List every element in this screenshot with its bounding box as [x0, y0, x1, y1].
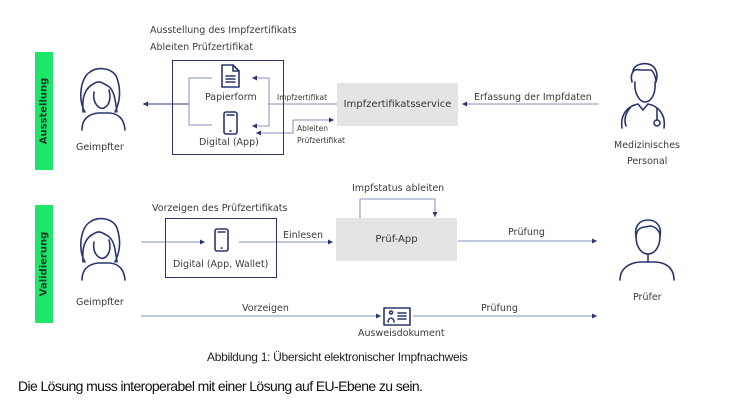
check-app-label: Prüf-App	[375, 234, 418, 245]
vaccinated-label: Geimpfter	[76, 142, 124, 153]
check-label-2: Prüfung	[481, 303, 518, 314]
vaccination-certificate-service: Impfzertifikatsservice	[337, 83, 458, 126]
issuance-header-2: Ableiten Prüfzertifikat	[150, 42, 254, 53]
issuance-certificate-frame	[172, 60, 284, 155]
check-app-box: Prüf-App	[336, 218, 457, 261]
bracket-left	[188, 77, 212, 126]
female-person-icon	[80, 67, 126, 131]
body-paragraph: Die Lösung muss interoperabel mit einer …	[18, 378, 423, 394]
validation-certificate-frame	[165, 218, 277, 278]
figure-caption: Abbildung 1: Übersicht elektronischer Im…	[207, 350, 468, 364]
read-in-label: Einlesen	[283, 230, 323, 241]
capture-label: Erfassung der Impfdaten	[474, 92, 592, 103]
paper-label: Papierform	[205, 92, 257, 103]
validation-band: Validierung	[35, 205, 53, 323]
issuance-header-1: Ausstellung des Impfzertifikats	[150, 25, 297, 36]
arrow-to-digital	[252, 104, 270, 129]
checker-person-icon	[619, 219, 675, 281]
digital-label: Digital (App)	[199, 137, 259, 148]
id-card-icon	[383, 307, 411, 326]
digital-wallet-label: Digital (App, Wallet)	[173, 259, 269, 270]
service-label: Impfzertifikatsservice	[343, 99, 452, 110]
certificate-arrow-label: Impfzertifikat	[277, 93, 328, 102]
issuance-band: Ausstellung	[35, 52, 53, 170]
present-cert-header: Vorzeigen des Prüfzertifikats	[152, 203, 288, 214]
smartphone-icon	[223, 111, 238, 135]
wallet-smartphone-icon	[214, 228, 229, 252]
check-label-1: Prüfung	[508, 227, 545, 238]
medical-label-1: Medizinisches	[614, 140, 680, 151]
arrow-status-loop	[359, 198, 438, 218]
present-label: Vorzeigen	[242, 303, 289, 314]
derive-arrow-label-1: Ableiten	[297, 124, 328, 133]
female-person-icon-2	[80, 217, 126, 281]
checker-label: Prüfer	[633, 292, 662, 303]
medical-label-2: Personal	[627, 156, 668, 167]
status-derive-label: Impfstatus ableiten	[352, 183, 445, 194]
derive-arrow-label-2: Prüfzertifikat	[297, 136, 345, 145]
medical-staff-icon	[620, 62, 666, 129]
id-doc-label: Ausweisdokument	[358, 328, 445, 339]
vaccinated-label-2: Geimpfter	[76, 297, 124, 308]
arrow-derive-back	[256, 120, 294, 136]
paper-document-icon	[221, 64, 240, 88]
